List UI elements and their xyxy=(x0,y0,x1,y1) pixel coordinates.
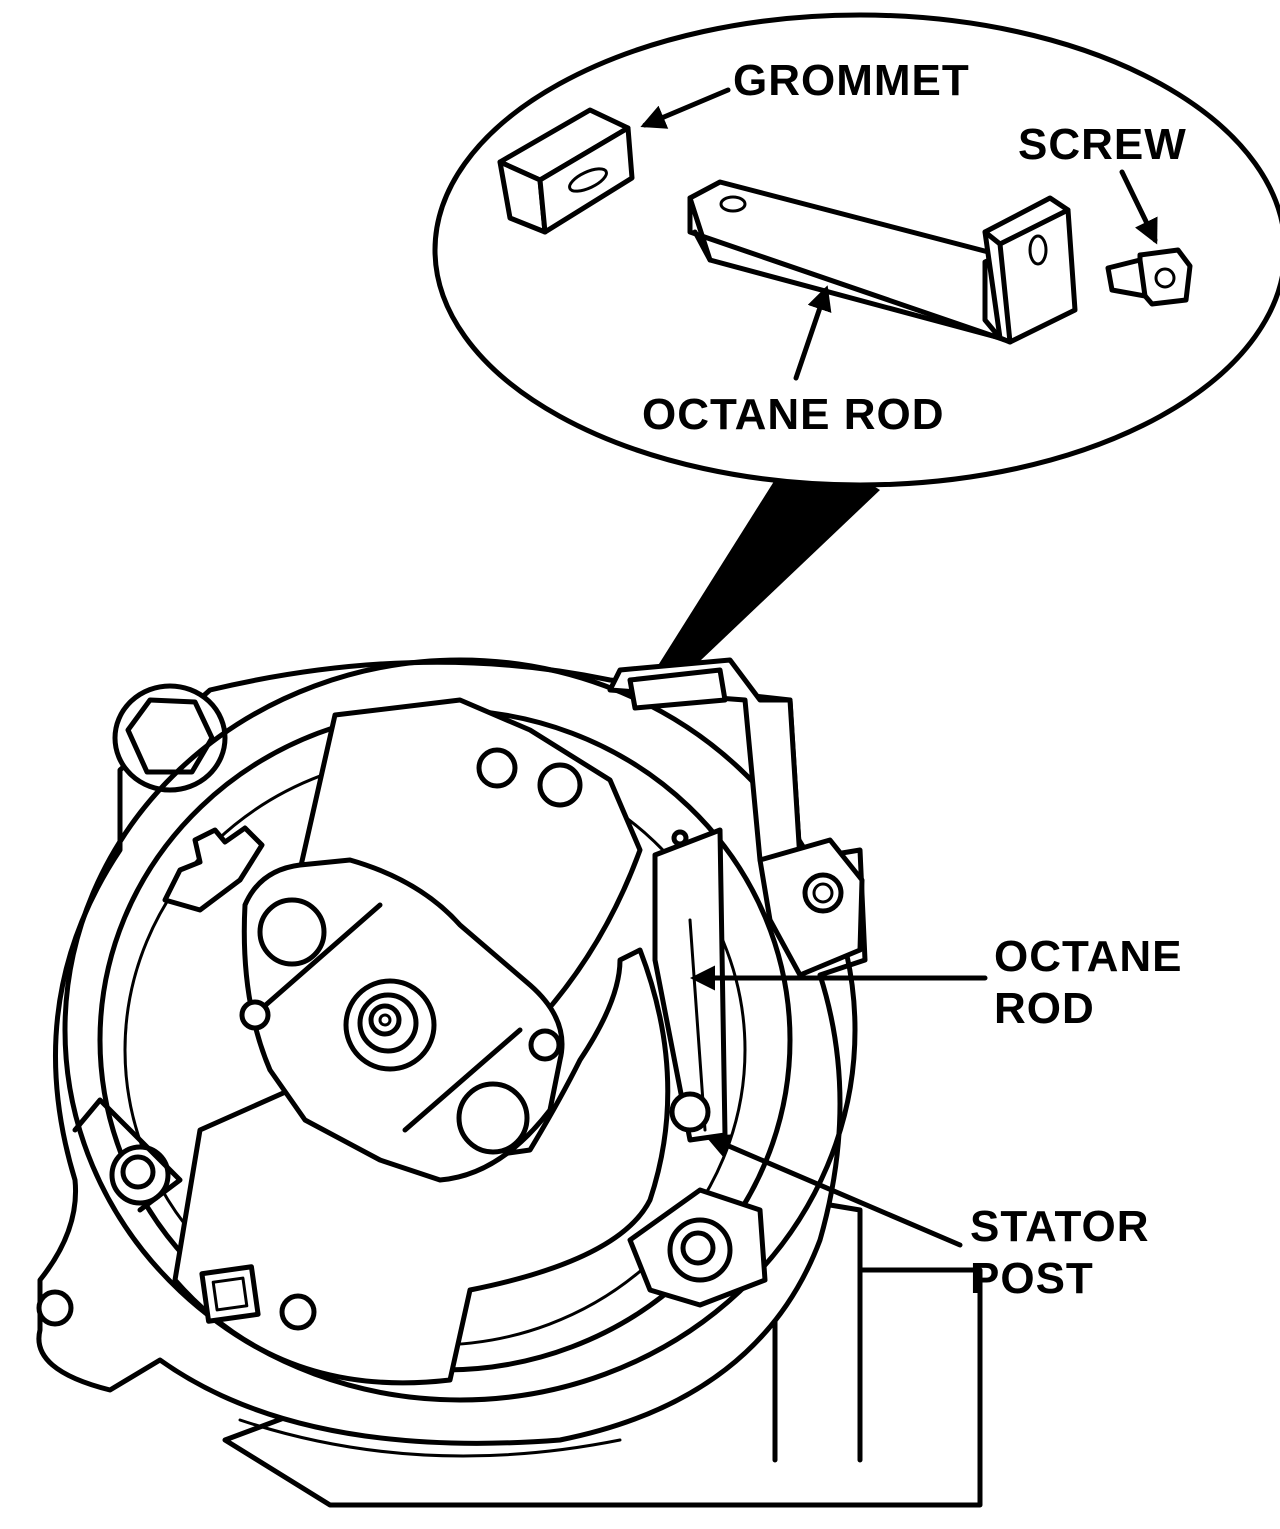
screw-arrow xyxy=(1119,169,1158,245)
octane-rod-inset-arrow xyxy=(793,285,832,381)
octane-rod-main-label-line1: OCTANE xyxy=(994,932,1183,981)
octane-rod-part xyxy=(687,179,1078,345)
stator-post-arrow xyxy=(705,1134,963,1248)
screw-part xyxy=(1105,247,1193,307)
stator-post-label-line1: STATOR xyxy=(970,1202,1150,1251)
retaining-screw-left xyxy=(72,1097,183,1213)
screw-label: SCREW xyxy=(1018,120,1187,169)
grommet-part xyxy=(497,107,635,235)
stator-post xyxy=(669,1091,711,1133)
distributor-body xyxy=(36,657,983,1508)
retaining-screw-right xyxy=(627,1187,768,1308)
octane-rod-main-label-line2: ROD xyxy=(994,984,1095,1033)
bracket-tower xyxy=(607,657,803,863)
octane-rod-inset-label: OCTANE ROD xyxy=(642,390,945,439)
callout-pointer xyxy=(652,440,880,680)
stator-post-label-line2: POST xyxy=(970,1254,1094,1303)
grommet-arrow xyxy=(640,87,731,129)
grommet-label: GROMMET xyxy=(733,56,970,105)
pickup-connector xyxy=(162,825,265,913)
stator-tab xyxy=(199,1264,261,1324)
housing-ring-outer xyxy=(62,657,858,1403)
inset-callout xyxy=(432,12,1280,680)
